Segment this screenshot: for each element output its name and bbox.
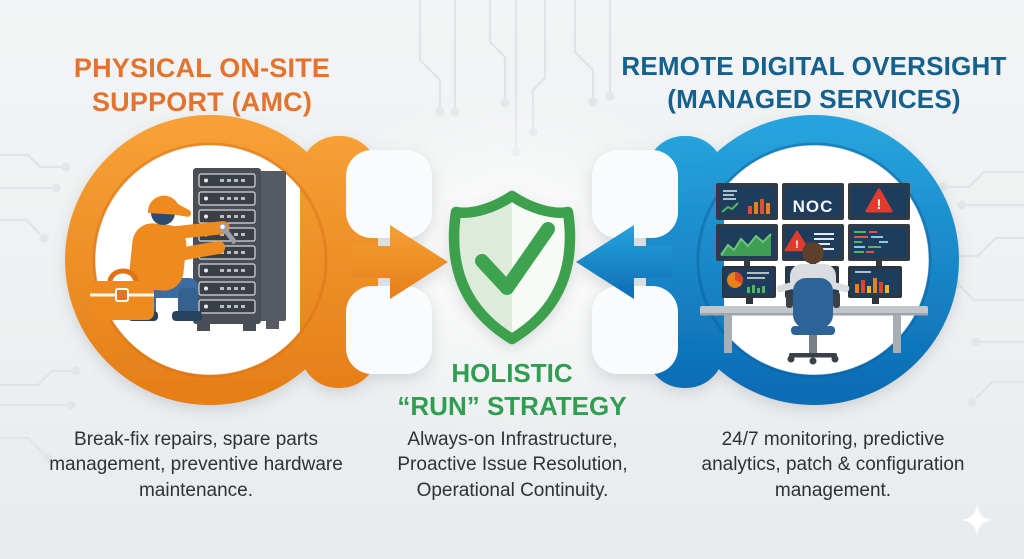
center-title-line2: “RUN” STRATEGY [397,391,627,422]
wrench-icon [218,223,238,245]
server-rack-icon [193,168,286,331]
left-title-line2: SUPPORT (AMC) [91,86,313,117]
left-section-title: PHYSICAL ON-SITE SUPPORT (AMC) [28,52,376,120]
center-title-line1: HOLISTIC [451,358,573,388]
managed-services-badge [576,115,959,405]
svg-text:!: ! [795,239,799,251]
alert-triangle-icon: ! [865,188,893,213]
noc-monitors-icon: NOC ! ! [700,183,928,365]
technician-server-icon [90,168,286,331]
code-lines [854,231,888,253]
checkmark-icon [475,222,555,295]
toolbox-icon [90,268,154,320]
technician-icon [128,195,238,321]
office-chair-icon [786,278,840,365]
center-section-description: Always-on Infrastructure, Proactive Issu… [397,429,628,501]
right-title-line1: REMOTE DIGITAL OVERSIGHT [621,51,1007,81]
right-section-title: REMOTE DIGITAL OVERSIGHT (MANAGED SERVIC… [610,50,1018,117]
alert-triangle-small-icon: ! [784,230,810,252]
left-title-line1: PHYSICAL ON-SITE [73,53,331,83]
center-section-title: HOLISTIC “RUN” STRATEGY [387,357,637,423]
blue-arrow-left-icon [576,225,672,299]
orange-arrow-right-icon [352,225,448,299]
svg-text:!: ! [877,196,882,212]
right-section-description: 24/7 monitoring, predictive analytics, p… [701,429,965,501]
right-title-line2: (MANAGED SERVICES) [667,84,961,115]
sparkle-icon [961,504,993,536]
noc-screen-label: NOC [793,197,834,216]
left-section-description: Break-fix repairs, spare parts managemen… [49,429,343,501]
wall-monitors: NOC ! ! [716,183,910,266]
